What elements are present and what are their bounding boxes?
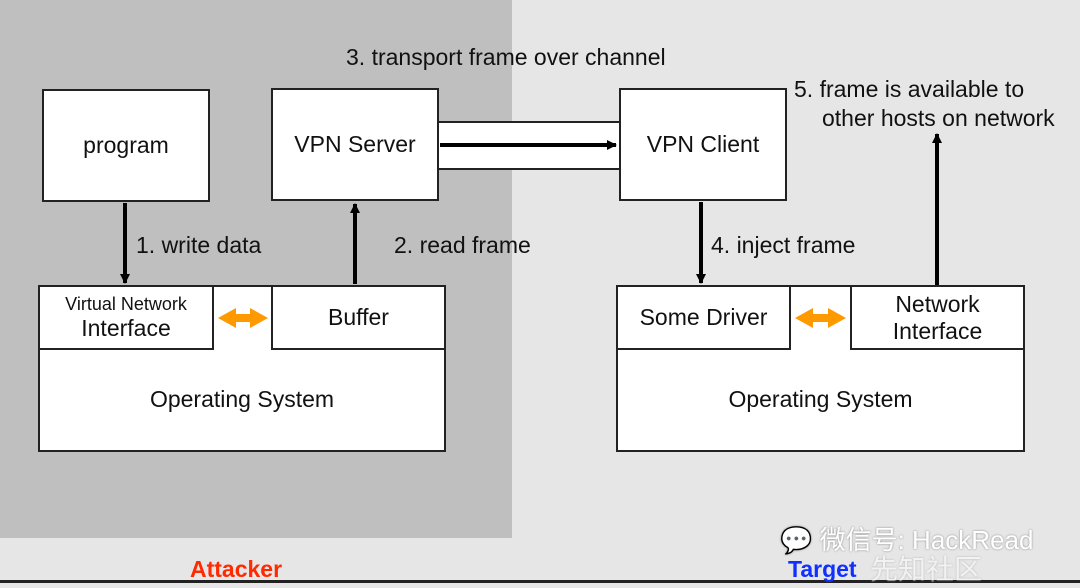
step-3-label: 3. transport frame over channel	[346, 44, 666, 70]
buffer-label: Buffer	[328, 304, 389, 331]
buffer-box: Buffer	[271, 285, 446, 350]
step-5-label-line2: other hosts on network	[822, 105, 1055, 131]
driver-label: Some Driver	[639, 304, 768, 331]
step-1-label: 1. write data	[136, 232, 262, 258]
ni-label-line1: Network	[895, 291, 980, 318]
ni-label-line2: Interface	[892, 317, 983, 344]
program-label: program	[83, 132, 169, 159]
step-5-label-line1: 5. frame is available to	[794, 76, 1025, 102]
wechat-icon: 💬	[780, 525, 813, 555]
vni-label-line2: Interface	[81, 314, 171, 341]
attacker-os-label: Operating System	[149, 385, 335, 412]
program-box: program	[42, 89, 210, 202]
target-os-label: Operating System	[728, 385, 913, 412]
wechat-watermark-text: 微信号: HackRead	[819, 525, 1034, 555]
attacker-title: Attacker	[190, 556, 283, 582]
step-2-label: 2. read frame	[394, 232, 531, 258]
wechat-watermark: 💬 微信号: HackRead	[780, 520, 1033, 557]
target-title: Target	[788, 556, 857, 582]
vpn-client-box: VPN Client	[619, 88, 787, 201]
vpn-client-label: VPN Client	[646, 131, 760, 158]
bottom-line	[0, 580, 1080, 583]
vpn-server-box: VPN Server	[271, 88, 439, 201]
vpn-server-label: VPN Server	[294, 131, 416, 158]
some-driver-box: Some Driver	[616, 285, 791, 350]
vni-label-line1: Virtual Network	[65, 293, 187, 314]
step-4-label: 4. inject frame	[711, 232, 856, 258]
attacker-region	[0, 0, 512, 538]
site-watermark: 先知社区	[870, 554, 983, 585]
